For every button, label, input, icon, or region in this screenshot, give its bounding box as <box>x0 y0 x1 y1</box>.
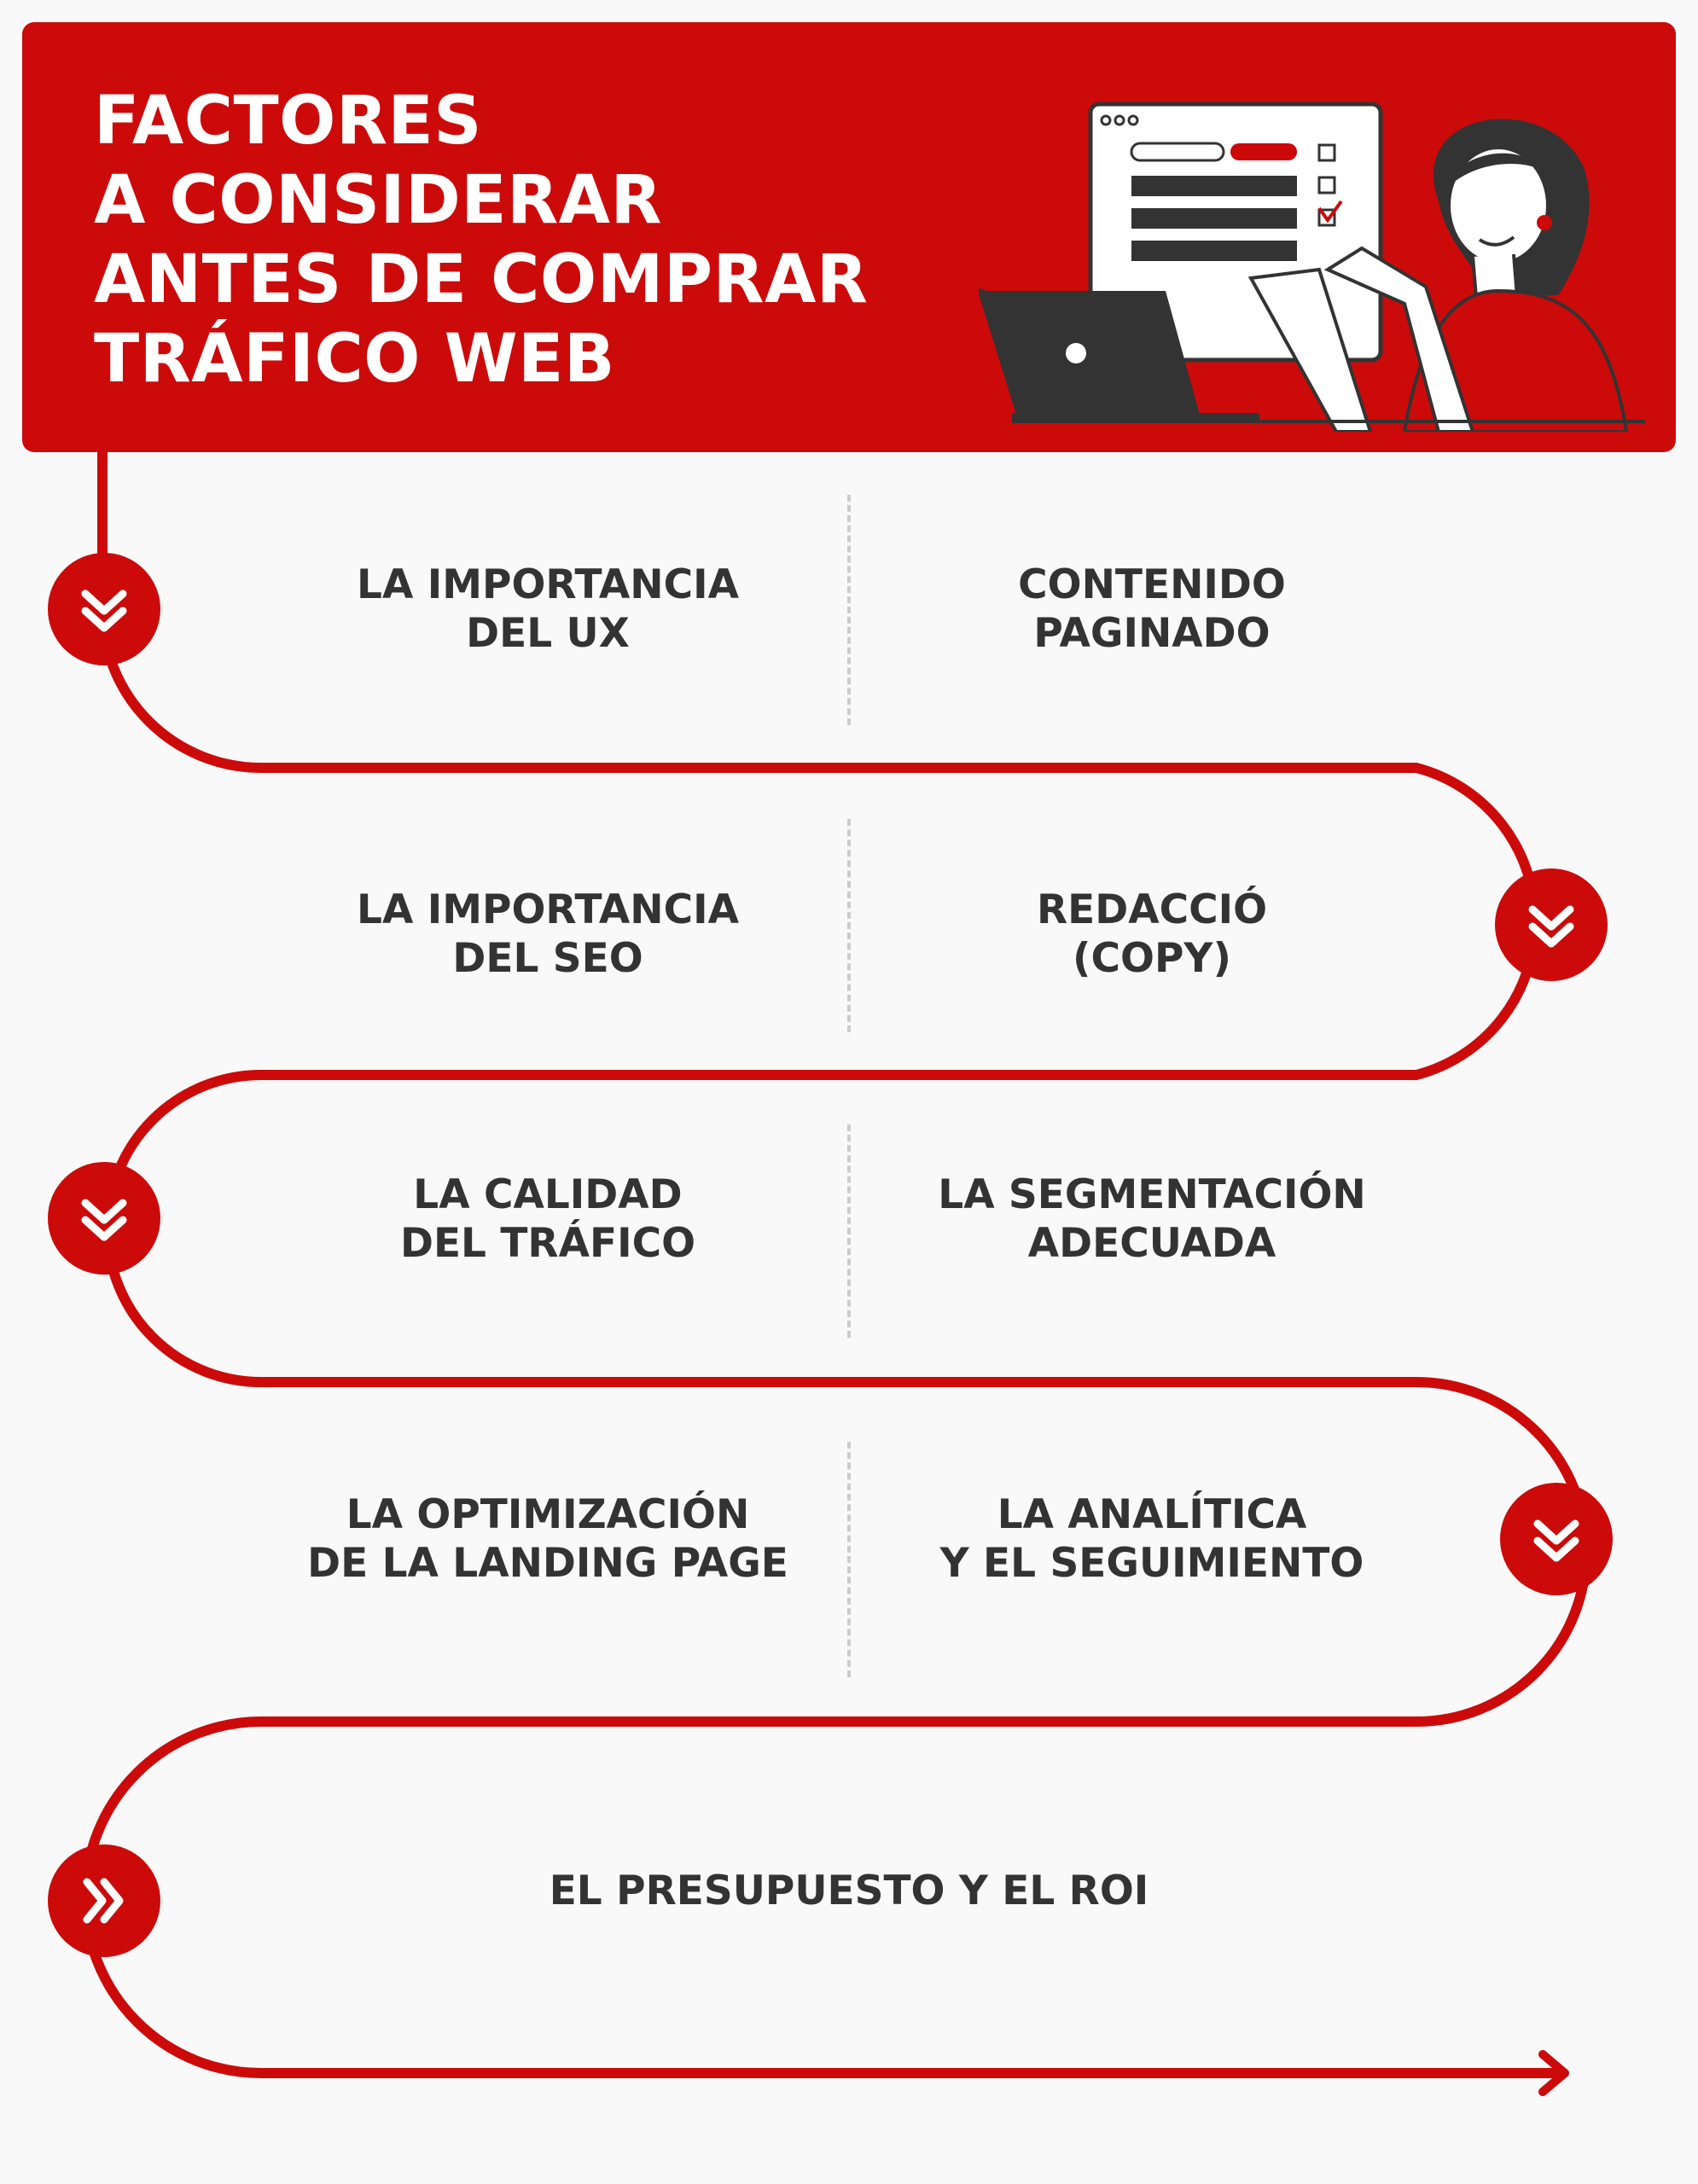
factor-line: DEL TRÁFICO <box>399 1220 696 1267</box>
factor-line: ADECUADA <box>1027 1220 1276 1267</box>
factor-line: LA ANALÍTICA <box>997 1491 1307 1538</box>
factor-line: LA SEGMENTACIÓN <box>938 1171 1366 1218</box>
page-title: FACTORES A CONSIDERAR ANTES DE COMPRAR T… <box>94 82 868 399</box>
step-marker-2 <box>1495 868 1608 981</box>
factor-seo: LA IMPORTANCIA DEL SEO <box>275 886 821 983</box>
woman-graphic <box>1247 119 1629 432</box>
factor-copy: REDACCIÓ (COPY) <box>879 886 1425 983</box>
title-line-4: TRÁFICO WEB <box>94 321 615 398</box>
factor-line: DEL SEO <box>452 935 643 982</box>
factor-paginated-content: CONTENIDO PAGINADO <box>879 561 1425 658</box>
factor-line: PAGINADO <box>1033 610 1271 657</box>
factor-line: LA OPTIMIZACIÓN <box>346 1491 750 1538</box>
double-chevron-down-icon <box>1528 905 1574 948</box>
header-banner: FACTORES A CONSIDERAR ANTES DE COMPRAR T… <box>22 22 1676 452</box>
factor-budget-roi: EL PRESUPUESTO Y EL ROI <box>549 1867 1149 1914</box>
factor-line: LA IMPORTANCIA <box>357 886 739 933</box>
step-marker-3 <box>48 1162 160 1275</box>
factor-line: CONTENIDO <box>1018 561 1286 608</box>
path-line <box>80 447 1591 2078</box>
factor-line: (COPY) <box>1073 935 1231 982</box>
laptop-graphic <box>978 288 1645 423</box>
factor-line: REDACCIÓ <box>1036 886 1268 933</box>
title-line-2: A CONSIDERAR <box>94 162 663 239</box>
divider-3 <box>847 1124 851 1338</box>
factor-line: DEL UX <box>466 610 630 657</box>
divider-2 <box>847 819 851 1032</box>
factor-ux: LA IMPORTANCIA DEL UX <box>275 561 821 658</box>
title-line-1: FACTORES <box>94 83 482 160</box>
step-marker-1 <box>48 553 160 665</box>
factor-line: LA CALIDAD <box>413 1171 683 1218</box>
double-chevron-down-icon <box>81 1199 127 1241</box>
divider-1 <box>847 495 851 725</box>
title-line-3: ANTES DE COMPRAR <box>94 241 869 318</box>
woman-with-laptop-illustration <box>978 102 1645 432</box>
divider-4 <box>847 1442 851 1677</box>
factor-line: Y EL SEGUIMIENTO <box>939 1540 1364 1587</box>
double-chevron-down-icon <box>1533 1519 1579 1562</box>
factor-line: LA IMPORTANCIA <box>357 561 739 608</box>
step-marker-5 <box>48 1844 160 1957</box>
double-chevron-down-icon <box>81 590 127 632</box>
factor-line: DE LA LANDING PAGE <box>307 1540 788 1587</box>
arrow-right-icon <box>1538 2050 1569 2096</box>
step-marker-4 <box>1500 1483 1613 1595</box>
factor-segmentation: LA SEGMENTACIÓN ADECUADA <box>879 1170 1425 1268</box>
factor-traffic-quality: LA CALIDAD DEL TRÁFICO <box>275 1170 821 1268</box>
factor-landing-page: LA OPTIMIZACIÓN DE LA LANDING PAGE <box>275 1490 821 1588</box>
factor-analytics: LA ANALÍTICA Y EL SEGUIMIENTO <box>879 1490 1425 1588</box>
double-chevron-right-icon <box>83 1878 124 1924</box>
